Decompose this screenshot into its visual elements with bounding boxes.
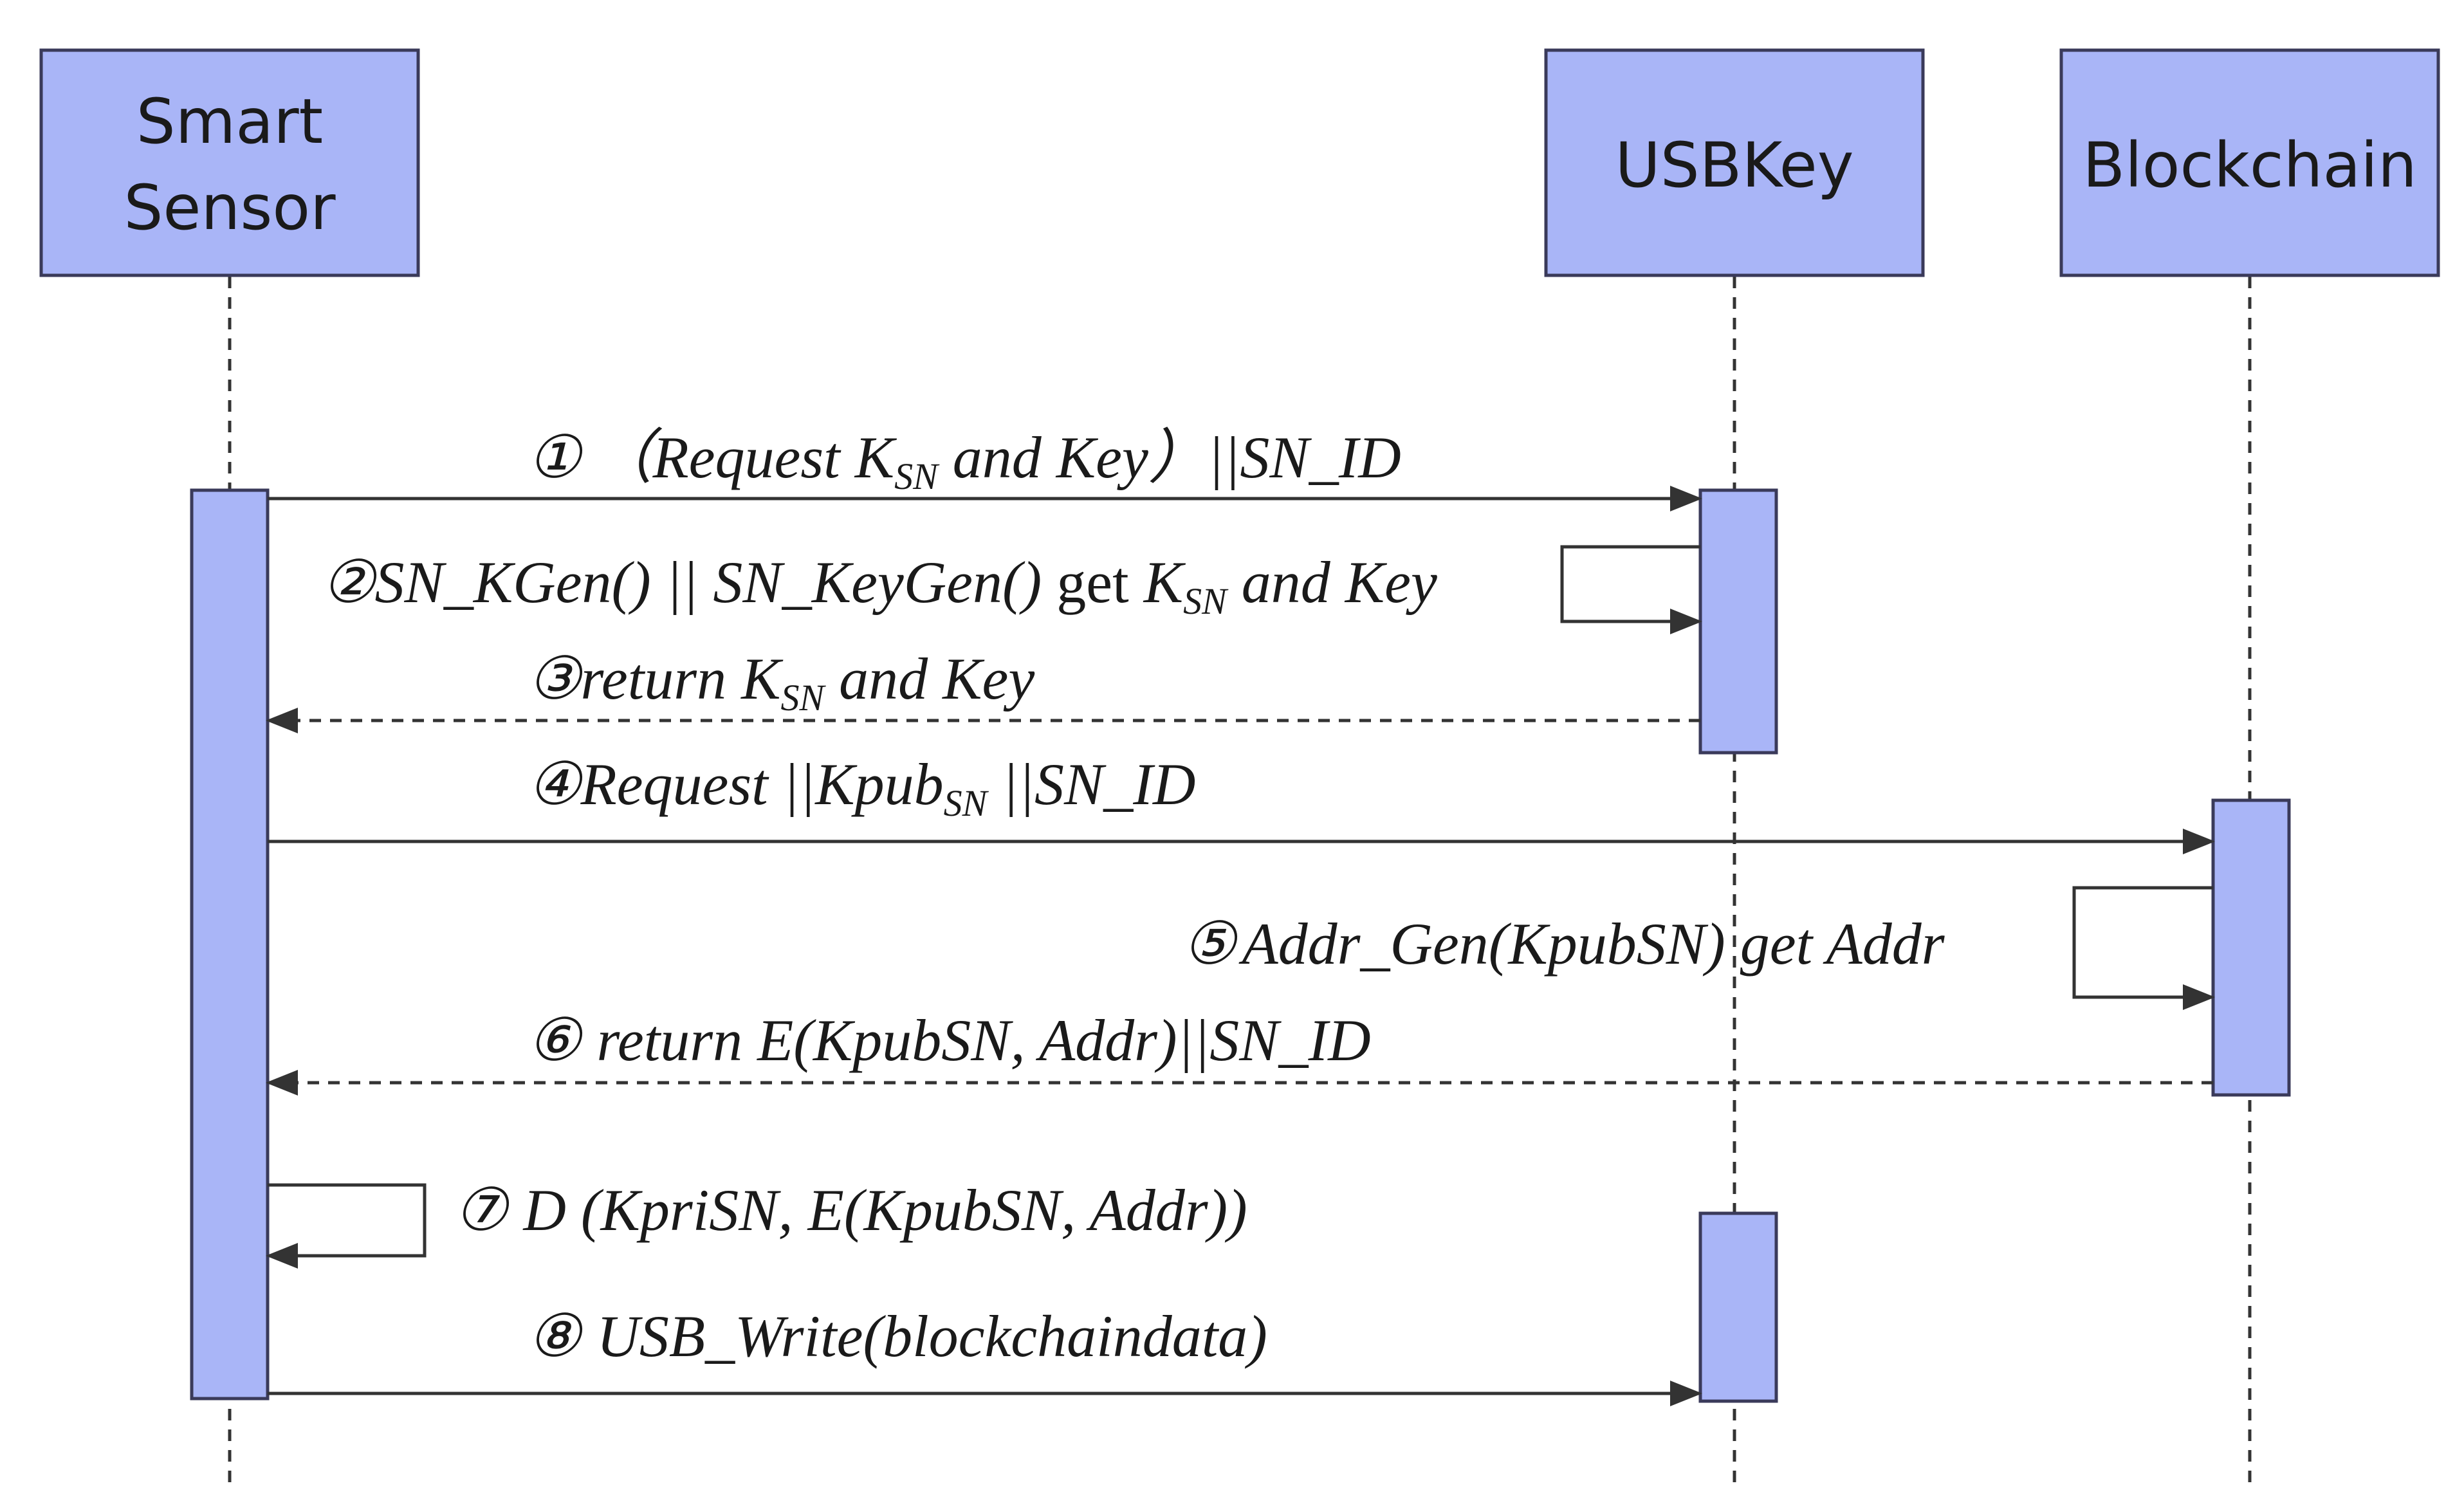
actor-smart-sensor-line2: Sensor (124, 172, 336, 244)
actor-blockchain-label: Blockchain (2082, 129, 2417, 201)
usbkey-activation-2 (1698, 1211, 1778, 1403)
smart-sensor-activation (190, 488, 270, 1401)
message-4-label: ④Request ||KpubSN ||SN_ID (528, 749, 1195, 824)
actor-blockchain: Blockchain (2059, 48, 2440, 277)
message-1-label: ①（Request KSN and Key）||SN_ID (528, 423, 1401, 497)
usbkey-activation-1 (1698, 488, 1778, 755)
actor-smart-sensor: Smart Sensor (39, 48, 420, 277)
message-3-label: ③return KSN and Key (528, 644, 1034, 719)
actor-smart-sensor-line1: Smart (136, 86, 323, 158)
actor-usbkey-label: USBKey (1615, 129, 1853, 201)
message-2-label: ②SN_KGen() || SN_KeyGen() get KSN and Ke… (322, 547, 1437, 622)
actor-usbkey: USBKey (1544, 48, 1925, 277)
blockchain-activation (2211, 798, 2291, 1097)
message-2-arrow (1560, 545, 1702, 634)
message-7-arrow (266, 1183, 427, 1269)
message-5-arrow (2072, 886, 2215, 1010)
